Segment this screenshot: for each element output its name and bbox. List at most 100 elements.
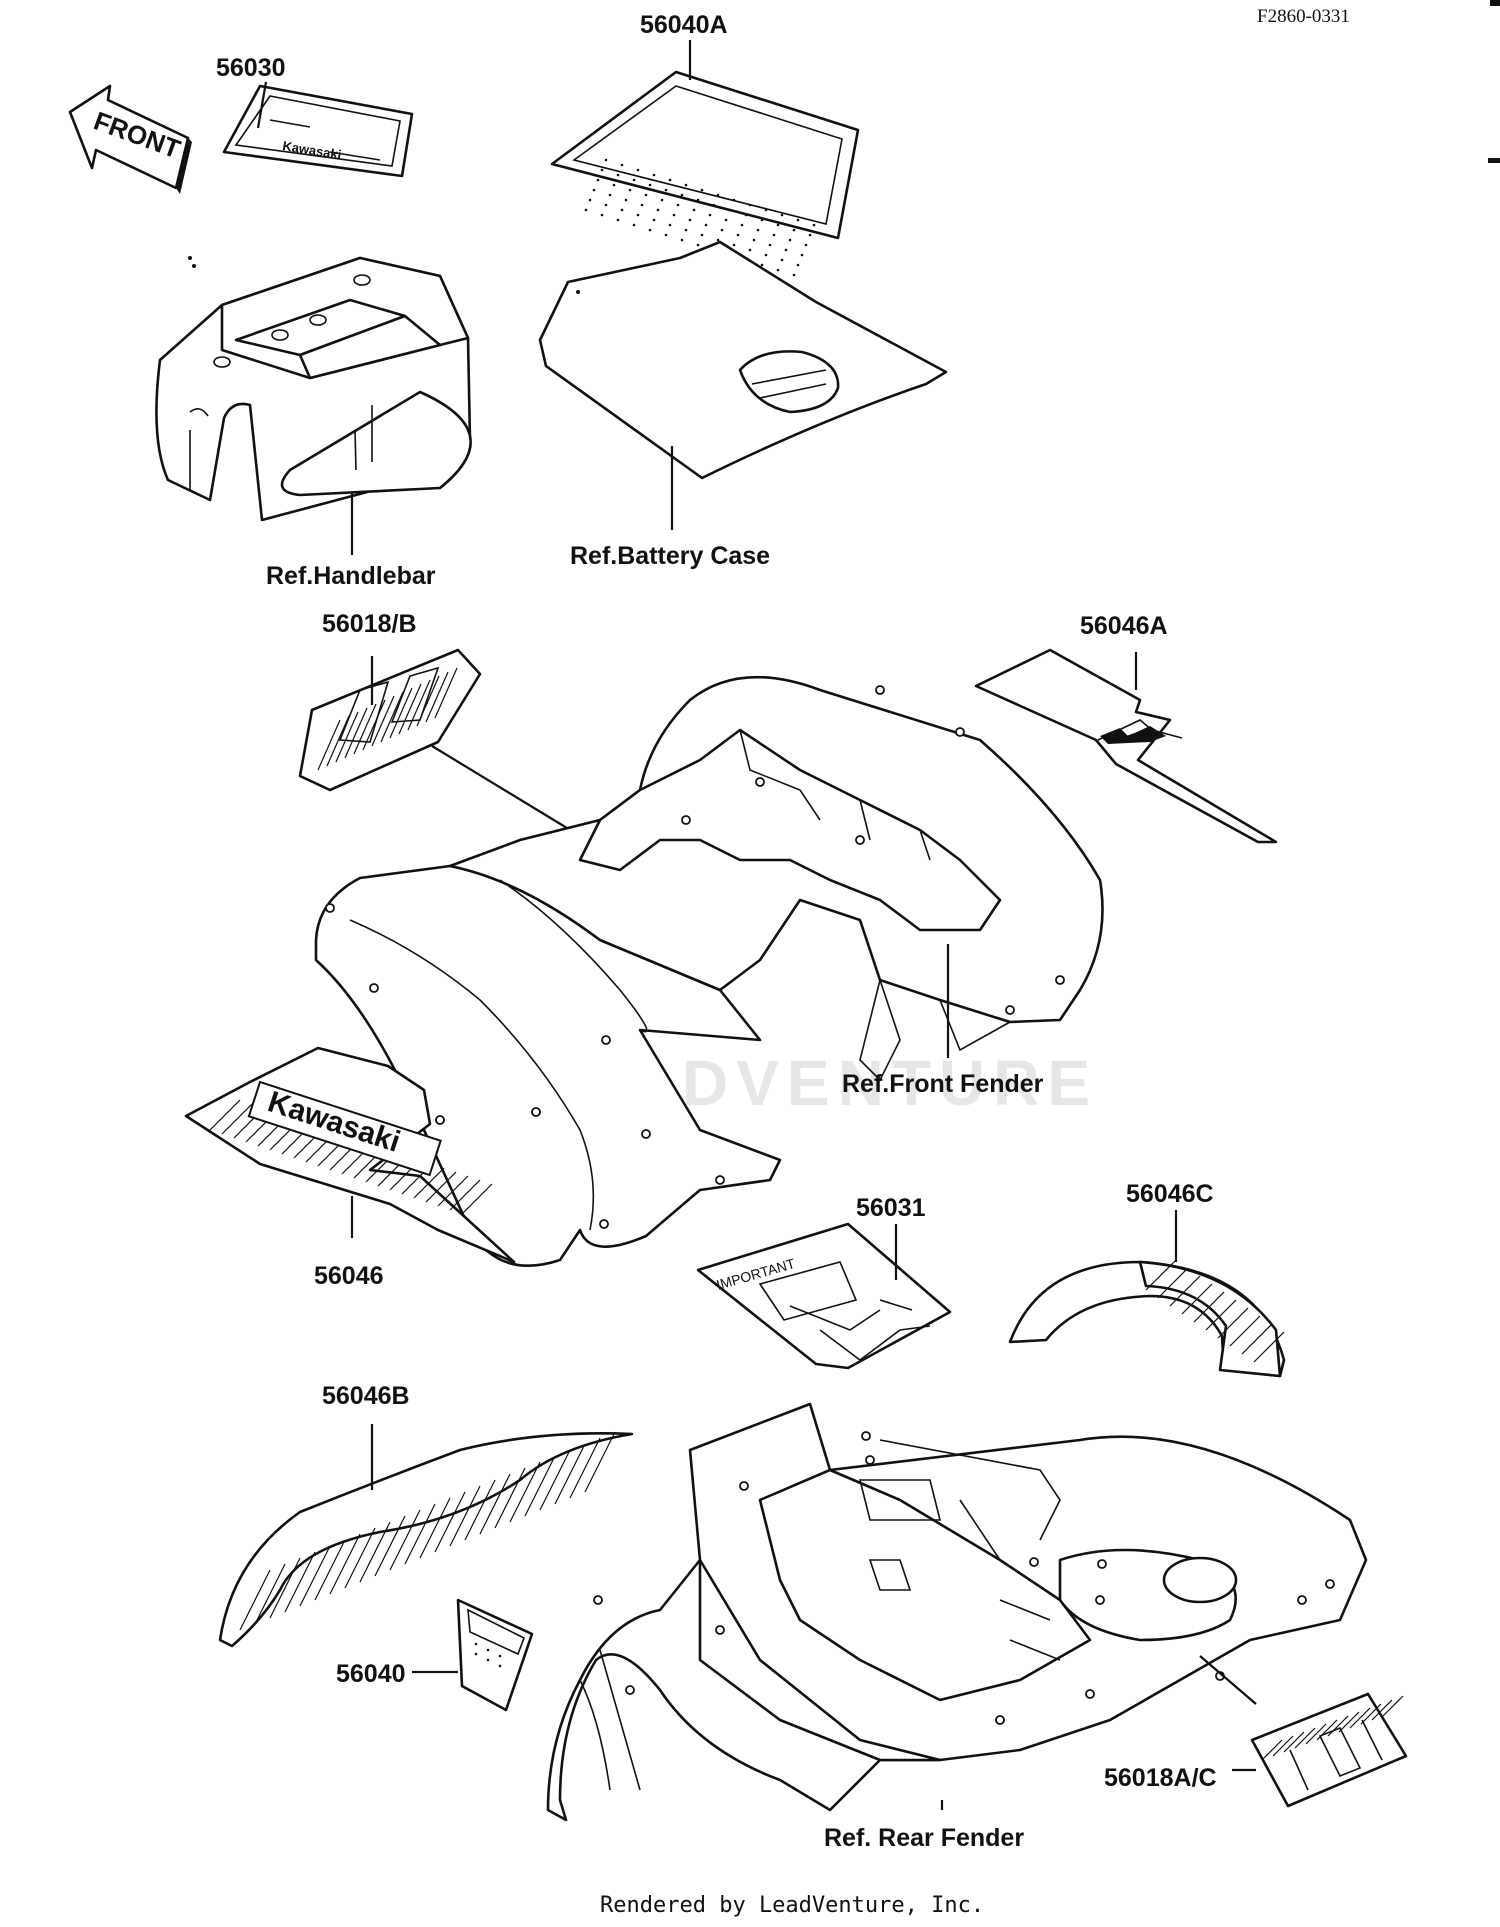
- texture-hatch-line: [437, 1175, 469, 1207]
- decal-56046b-hatch: [239, 1431, 616, 1631]
- texture-hatch-line: [1283, 1731, 1305, 1753]
- decal-56046c-hatch: [1145, 1259, 1285, 1363]
- texture-hatch-line: [539, 1449, 571, 1511]
- texture-dot: [620, 163, 624, 167]
- texture-hatch-line: [1193, 1291, 1225, 1323]
- decal-56046c[interactable]: [1008, 1259, 1286, 1378]
- texture-dot: [784, 248, 788, 252]
- bolt-hole: [641, 1129, 651, 1139]
- decal-56040a[interactable]: [550, 70, 860, 277]
- texture-dot: [584, 208, 588, 212]
- texture-hatch-line: [389, 1509, 421, 1571]
- texture-hatch-line: [1305, 1723, 1327, 1745]
- texture-dot: [680, 238, 684, 242]
- decal-56030[interactable]: Kawasaki: [222, 84, 414, 178]
- texture-hatch-line: [494, 1467, 526, 1529]
- texture-hatch-line: [269, 1557, 301, 1619]
- texture-dot: [600, 168, 604, 172]
- texture-dot: [760, 263, 764, 267]
- texture-hatch-line: [221, 1103, 253, 1135]
- texture-hatch-line: [407, 679, 431, 731]
- texture-dot: [796, 263, 800, 267]
- texture-dot: [736, 233, 740, 237]
- label-56040: 56040: [336, 1660, 406, 1688]
- bolt-hole: [625, 1685, 635, 1695]
- texture-hatch-line: [1145, 1259, 1177, 1291]
- texture-dot: [600, 213, 604, 217]
- texture-dot: [632, 178, 636, 182]
- label-56030: 56030: [216, 54, 286, 82]
- texture-dot: [660, 198, 664, 202]
- front-arrow-decal: FRONT: [68, 84, 192, 194]
- decal-56040[interactable]: [456, 1598, 534, 1712]
- decal-56046-brand-box: [247, 1080, 442, 1177]
- decal-56046[interactable]: Kawasaki: [184, 1046, 516, 1264]
- decal-56018b[interactable]: [298, 648, 482, 792]
- texture-dot: [632, 223, 636, 227]
- label-56018ac: 56018A/C: [1104, 1764, 1217, 1792]
- texture-hatch-line: [1253, 1331, 1285, 1363]
- texture-dot: [676, 203, 680, 207]
- texture-dot: [486, 1658, 490, 1662]
- label-56046: 56046: [314, 1262, 384, 1290]
- texture-dot: [620, 208, 624, 212]
- bolt-hole: [995, 1715, 1005, 1725]
- texture-dot: [812, 223, 816, 227]
- texture-hatch-line: [1382, 1695, 1404, 1717]
- texture-dot: [604, 203, 608, 207]
- decal-56031[interactable]: IMPORTANT: [696, 1222, 952, 1370]
- texture-hatch-line: [371, 695, 395, 747]
- texture-dot: [704, 223, 708, 227]
- texture-hatch-line: [374, 1515, 406, 1577]
- texture-dot: [744, 213, 748, 217]
- texture-hatch-line: [1261, 1739, 1283, 1761]
- texture-hatch-line: [335, 711, 359, 763]
- texture-dot: [592, 188, 596, 192]
- decal-56046b[interactable]: [218, 1431, 634, 1648]
- bolt-hole: [739, 1481, 749, 1491]
- decal-56040-dots: [474, 1642, 502, 1668]
- texture-hatch-line: [404, 1503, 436, 1565]
- texture-hatch-line: [554, 1443, 586, 1505]
- label-ref-handlebar: Ref.Handlebar: [266, 562, 436, 590]
- texture-dot: [804, 243, 808, 247]
- edge-mark-top: [1490, 0, 1500, 6]
- texture-hatch-line: [1181, 1283, 1213, 1315]
- label-ref-battery-case: Ref.Battery Case: [570, 542, 770, 570]
- diagram-code: F2860-0331: [1257, 6, 1350, 27]
- texture-dot: [684, 228, 688, 232]
- texture-dot: [474, 1642, 478, 1646]
- texture-dot: [764, 253, 768, 257]
- texture-dot: [498, 1654, 502, 1658]
- texture-dot: [732, 243, 736, 247]
- leader-56018b: [431, 745, 591, 843]
- bolt-hole: [715, 1175, 725, 1185]
- texture-dot: [636, 213, 640, 217]
- texture-hatch-line: [479, 1473, 511, 1535]
- texture-hatch-line: [584, 1431, 616, 1493]
- texture-hatch-line: [344, 707, 368, 759]
- texture-hatch-line: [398, 683, 422, 735]
- bolt-hole: [599, 1219, 609, 1229]
- texture-hatch-line: [1241, 1323, 1273, 1355]
- texture-dot: [608, 193, 612, 197]
- texture-dot: [672, 213, 676, 217]
- texture-dot: [724, 218, 728, 222]
- texture-hatch-line: [413, 1167, 445, 1199]
- bolt-hole: [715, 1625, 725, 1635]
- bolt-hole: [1029, 1557, 1039, 1567]
- texture-dot: [700, 233, 704, 237]
- rear-fender: [546, 1402, 1368, 1822]
- label-56046a: 56046A: [1080, 612, 1168, 640]
- texture-dot: [640, 203, 644, 207]
- decal-56018ac[interactable]: [1250, 1692, 1408, 1808]
- texture-dot: [800, 253, 804, 257]
- texture-dot: [788, 238, 792, 242]
- decal-56018ac-hatch: [1261, 1695, 1404, 1761]
- texture-dot: [712, 203, 716, 207]
- texture-dot: [648, 183, 652, 187]
- texture-hatch-line: [389, 687, 413, 739]
- texture-dot: [644, 193, 648, 197]
- decal-56046a[interactable]: [974, 648, 1278, 844]
- bolt-hole: [601, 1035, 611, 1045]
